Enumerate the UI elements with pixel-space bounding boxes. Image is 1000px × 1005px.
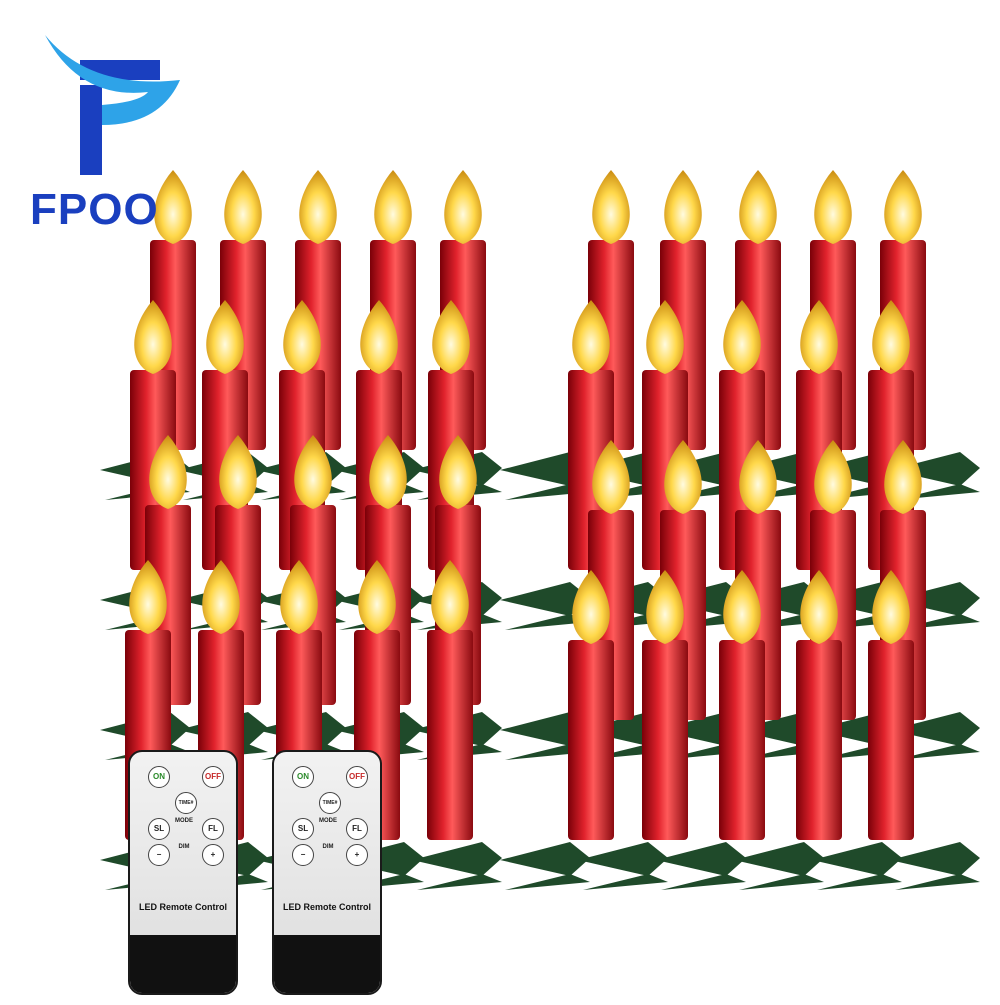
candle-flame bbox=[664, 440, 702, 514]
on-button[interactable]: ON bbox=[148, 766, 170, 788]
fl-button[interactable]: FL bbox=[346, 818, 368, 840]
dim-label: DIM bbox=[178, 844, 190, 850]
candle-flame bbox=[646, 570, 684, 644]
candle-clip bbox=[500, 452, 590, 500]
candle-flame bbox=[592, 170, 630, 244]
candle-flame bbox=[814, 440, 852, 514]
candle-clip bbox=[500, 712, 590, 760]
fl-button[interactable]: FL bbox=[202, 818, 224, 840]
candle-flame bbox=[739, 440, 777, 514]
candle-flame bbox=[800, 300, 838, 374]
candle-body bbox=[796, 640, 842, 840]
remote-label: LED Remote Control bbox=[138, 902, 227, 912]
dim-minus-button[interactable]: − bbox=[292, 844, 314, 866]
candle-flame bbox=[646, 300, 684, 374]
mode-label: MODE bbox=[175, 818, 193, 824]
candle-body bbox=[642, 640, 688, 840]
candle-flame bbox=[369, 435, 407, 509]
candle-flame bbox=[814, 170, 852, 244]
dim-plus-button[interactable]: + bbox=[346, 844, 368, 866]
candle-flame bbox=[572, 300, 610, 374]
timer-button[interactable]: TIME# bbox=[175, 792, 197, 814]
candle-flame bbox=[129, 560, 167, 634]
candle-flame bbox=[431, 560, 469, 634]
candle-flame bbox=[872, 570, 910, 644]
candle-flame bbox=[358, 560, 396, 634]
remote-label: LED Remote Control bbox=[282, 902, 371, 912]
candle-flame bbox=[360, 300, 398, 374]
mode-label: MODE bbox=[319, 818, 337, 824]
sl-button[interactable]: SL bbox=[292, 818, 314, 840]
candle-clip bbox=[656, 842, 746, 890]
dim-plus-button[interactable]: + bbox=[202, 844, 224, 866]
candle-body bbox=[427, 630, 473, 840]
candle-clip bbox=[500, 842, 590, 890]
candle-clip bbox=[890, 582, 980, 630]
candle-flame bbox=[219, 435, 257, 509]
remote-battery-cover bbox=[274, 935, 380, 993]
timer-button[interactable]: TIME# bbox=[319, 792, 341, 814]
dim-label: DIM bbox=[322, 844, 334, 850]
candle-clip bbox=[578, 842, 668, 890]
candle-flame bbox=[664, 170, 702, 244]
candle-flame bbox=[723, 300, 761, 374]
candle-flame bbox=[149, 435, 187, 509]
dim-minus-button[interactable]: − bbox=[148, 844, 170, 866]
candle-flame bbox=[280, 560, 318, 634]
candle-flame bbox=[884, 170, 922, 244]
candle-flame bbox=[739, 170, 777, 244]
candle-body bbox=[568, 640, 614, 840]
logo-f-icon bbox=[45, 35, 180, 175]
candle-flame bbox=[884, 440, 922, 514]
sl-button[interactable]: SL bbox=[148, 818, 170, 840]
on-button[interactable]: ON bbox=[292, 766, 314, 788]
candle-flame bbox=[800, 570, 838, 644]
candle-flame bbox=[154, 170, 192, 244]
candle-clip bbox=[890, 712, 980, 760]
candle-flame bbox=[283, 300, 321, 374]
candle-flame bbox=[294, 435, 332, 509]
candle-flame bbox=[432, 300, 470, 374]
candle-clip bbox=[500, 582, 590, 630]
candle-flame bbox=[723, 570, 761, 644]
off-button[interactable]: OFF bbox=[346, 766, 368, 788]
candle-clip bbox=[812, 842, 902, 890]
candle-flame bbox=[206, 300, 244, 374]
candle-flame bbox=[592, 440, 630, 514]
candle-clip bbox=[890, 842, 980, 890]
logo-text: FPOO bbox=[30, 185, 159, 234]
candle-flame bbox=[439, 435, 477, 509]
candle-flame bbox=[444, 170, 482, 244]
off-button[interactable]: OFF bbox=[202, 766, 224, 788]
candle-body bbox=[719, 640, 765, 840]
candle-flame bbox=[134, 300, 172, 374]
candle-body bbox=[868, 640, 914, 840]
candle-flame bbox=[202, 560, 240, 634]
remote-battery-cover bbox=[130, 935, 236, 993]
brand-logo: FPOO bbox=[30, 30, 200, 234]
remote-control-1: ON OFF TIME# MODE SL FL DIM − + LED Remo… bbox=[128, 750, 238, 995]
candle-flame bbox=[572, 570, 610, 644]
remote-control-2: ON OFF TIME# MODE SL FL DIM − + LED Remo… bbox=[272, 750, 382, 995]
candle-clip bbox=[890, 452, 980, 500]
candle-flame bbox=[299, 170, 337, 244]
candle-flame bbox=[374, 170, 412, 244]
candle-clip bbox=[734, 842, 824, 890]
candle-clip bbox=[412, 842, 502, 890]
candle-flame bbox=[872, 300, 910, 374]
candle-flame bbox=[224, 170, 262, 244]
